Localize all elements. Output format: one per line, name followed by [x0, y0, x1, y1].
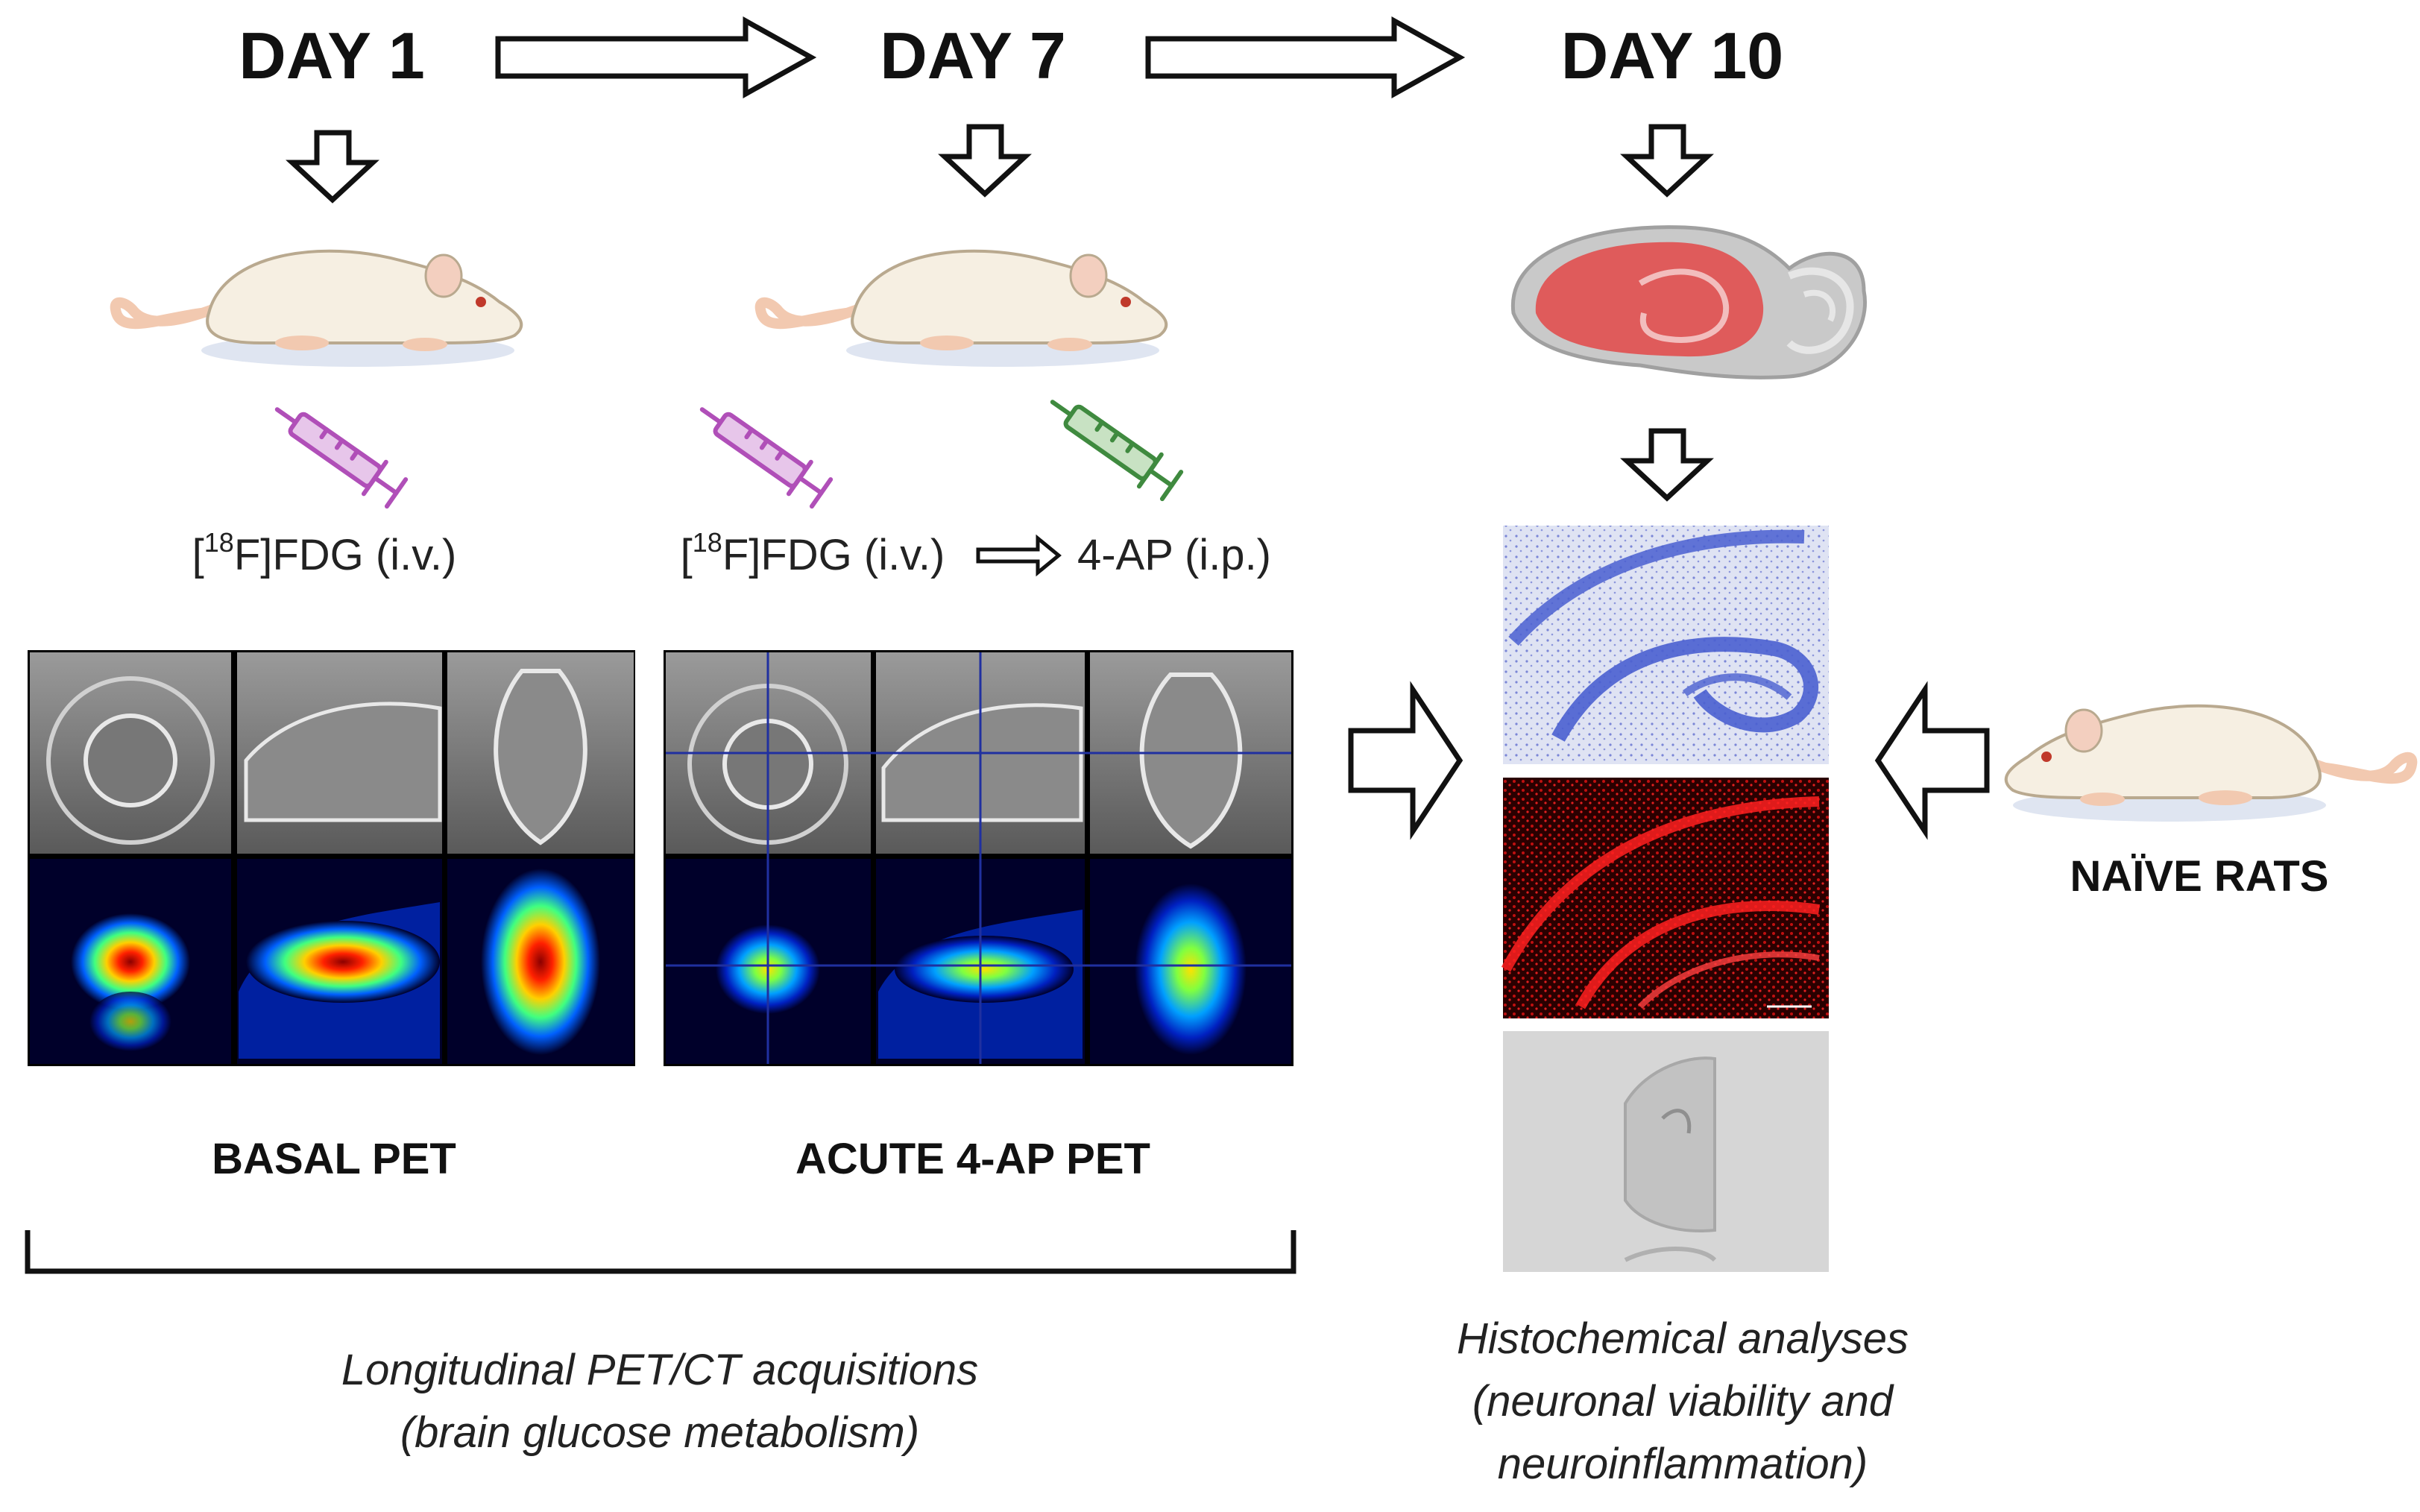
tracer-name: F]FDG (i.v.)	[234, 531, 457, 579]
acute-pet-label: ACUTE 4-AP PET	[795, 1135, 1150, 1183]
bracket-open: [	[192, 531, 204, 579]
rat-day7-icon	[754, 249, 1168, 367]
syringe-4ap-day7-icon	[1050, 400, 1184, 502]
fluorescence-stain-image	[1501, 778, 1829, 1018]
fluorojade-stain-image	[1503, 1031, 1829, 1272]
arrow-day1-to-day7-icon	[495, 16, 817, 98]
down-arrow-brain-to-histo-icon	[1620, 428, 1714, 502]
arrow-naive-to-histo-icon	[1874, 681, 1990, 840]
day1-label: DAY 1	[239, 19, 425, 92]
day10-label: DAY 10	[1561, 19, 1783, 92]
histo-caption-line1: Histochemical analyses	[1457, 1314, 1909, 1363]
pet-bracket	[25, 1230, 1296, 1274]
then-arrow-icon	[976, 534, 1062, 577]
down-arrow-day10-icon	[1620, 124, 1714, 198]
nissl-stain-image	[1503, 526, 1829, 764]
naive-rats-label: NAÏVE RATS	[2070, 852, 2329, 901]
injection-4ap-text: 4-AP (i.p.)	[1077, 531, 1271, 579]
syringe-fdg-day7-icon	[699, 407, 834, 509]
rat-naive-icon	[2004, 704, 2418, 822]
tracer-name: F]FDG (i.v.)	[722, 531, 945, 579]
histo-caption-line3: neuroinflammation)	[1498, 1440, 1868, 1488]
basal-pet-label: BASAL PET	[212, 1135, 456, 1183]
basal-pet-image	[28, 650, 635, 1066]
down-arrow-day1-icon	[286, 130, 379, 204]
bracket-open: [	[681, 531, 693, 579]
isotope-superscript: 18	[204, 527, 234, 558]
rat-day1-icon	[110, 249, 523, 367]
brain-icon	[1510, 225, 1867, 379]
syringe-fdg-day1-icon	[274, 407, 409, 509]
isotope-superscript: 18	[693, 527, 722, 558]
arrow-pet-to-histo-icon	[1348, 681, 1463, 840]
injection-day7-text: [18F]FDG (i.v.)	[681, 527, 945, 579]
arrow-day7-to-day10-icon	[1145, 16, 1466, 98]
histo-caption-line2: (neuronal viability and	[1472, 1377, 1894, 1426]
day7-label: DAY 7	[880, 19, 1066, 92]
pet-caption-line1: Longitudinal PET/CT acquisitions	[341, 1346, 978, 1394]
down-arrow-day7-icon	[938, 124, 1032, 198]
pet-caption-line2: (brain glucose metabolism)	[400, 1408, 919, 1457]
acute-4ap-pet-image	[664, 650, 1293, 1066]
injection-day1-text: [18F]FDG (i.v.)	[192, 527, 457, 579]
